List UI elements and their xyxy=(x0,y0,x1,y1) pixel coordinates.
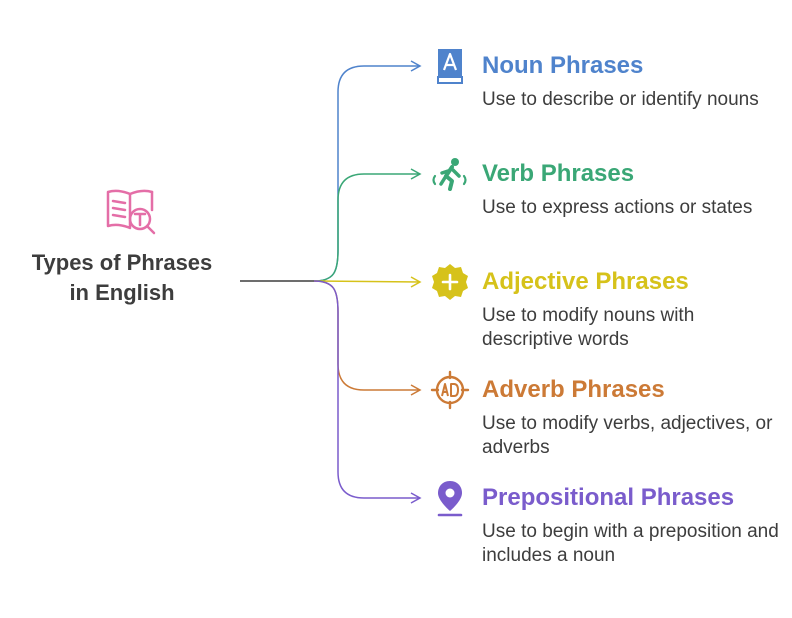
branch-adverb-phrases: Adverb Phrases Use to modify verbs, adje… xyxy=(430,370,780,470)
branch-description: Use to begin with a preposition and incl… xyxy=(482,521,779,566)
branch-description: Use to describe or identify nouns xyxy=(482,89,759,110)
branch-description: Use to express actions or states xyxy=(482,197,753,218)
branch-title: Noun Phrases xyxy=(482,52,644,79)
branch-title: Verb Phrases xyxy=(482,160,635,187)
branch-title: Adjective Phrases xyxy=(482,268,689,295)
root-title-line2: in English xyxy=(69,280,175,305)
branch-title: Adverb Phrases xyxy=(482,376,665,403)
branch-verb-phrases: Verb Phrases Use to express actions or s… xyxy=(430,154,780,254)
ad-target-icon xyxy=(430,370,470,410)
root-title-line1: Types of Phrases xyxy=(31,250,213,275)
connector-prepositional-phrases xyxy=(313,280,420,499)
plus-badge-icon xyxy=(430,262,470,302)
arrowhead-adjective xyxy=(410,276,422,288)
branch-noun-phrases: Noun Phrases Use to describe or identify… xyxy=(430,46,780,146)
branch-adjective-phrases: Adjective Phrases Use to modify nouns wi… xyxy=(430,262,780,362)
connector-adverb-phrases xyxy=(313,280,420,391)
branch-title: Prepositional Phrases xyxy=(482,484,735,511)
connector-adjective-phrases xyxy=(313,280,421,283)
running-person-icon xyxy=(430,154,470,194)
root-title: Types of Phrases in English xyxy=(10,248,234,308)
arrowhead-noun xyxy=(410,60,422,72)
arrowhead-verb xyxy=(410,168,422,180)
connector-verb-phrases xyxy=(313,173,420,282)
location-pin-icon xyxy=(430,478,470,518)
branch-description: Use to modify verbs, adjectives, or adve… xyxy=(482,413,773,458)
arrowhead-adverb xyxy=(410,384,422,396)
branch-prepositional-phrases: Prepositional Phrases Use to begin with … xyxy=(430,478,780,578)
book-search-icon xyxy=(104,184,160,236)
book-letter-icon xyxy=(430,46,470,86)
arrowhead-prepositional xyxy=(410,492,422,504)
branch-description: Use to modify nouns with descriptive wor… xyxy=(482,305,695,350)
